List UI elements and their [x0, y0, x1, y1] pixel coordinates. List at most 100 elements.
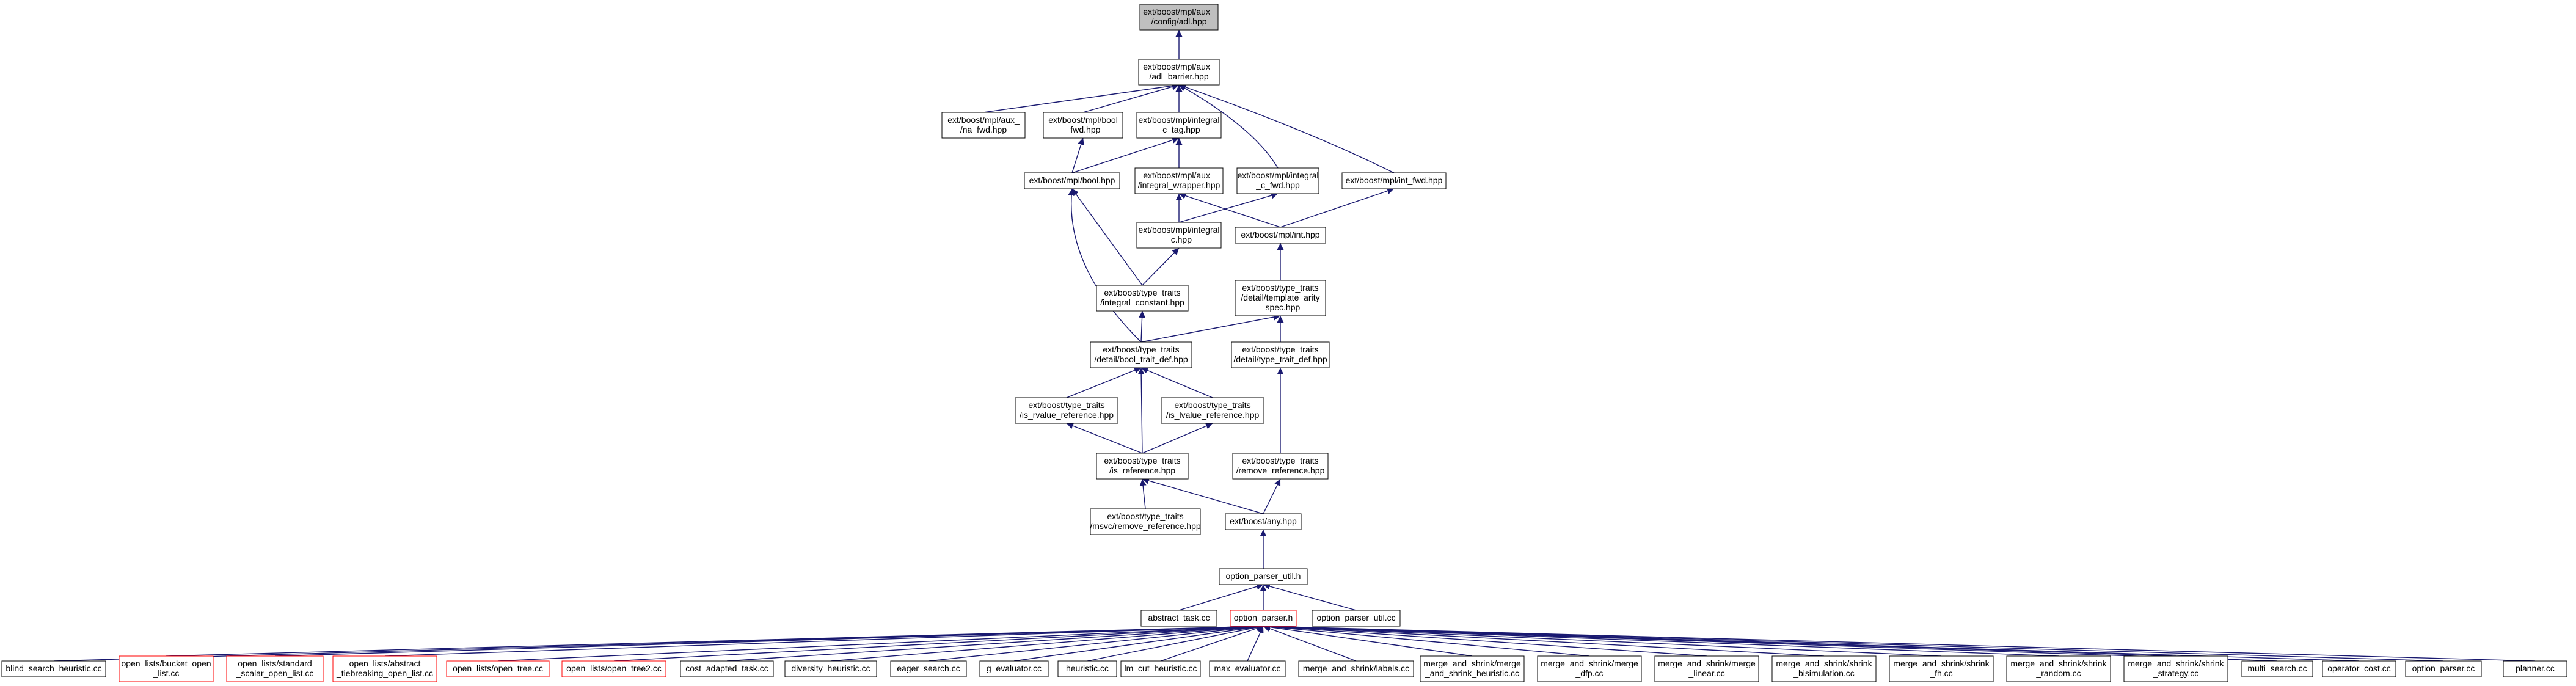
node-label-line: merge_and_shrink/merge: [1423, 659, 1521, 668]
edge-bucket_open_list_cc-to-option_parser_h: [166, 622, 1264, 657]
edge-int_fwd-to-adl_barrier: [1178, 84, 1395, 173]
node-type-trait-def[interactable]: ext/boost/type_traits/detail/type_trait_…: [1231, 341, 1330, 368]
node-label-line: /integral_constant.hpp: [1100, 297, 1184, 307]
node-shrink-bisimulation-cc[interactable]: merge_and_shrink/shrink_bisimulation.cc: [1771, 655, 1877, 682]
node-shrink-strategy-cc[interactable]: merge_and_shrink/shrink_strategy.cc: [2123, 655, 2228, 682]
node-label-line: option_parser.h: [1234, 613, 1293, 622]
node-label-line: _c_fwd.hpp: [1255, 180, 1300, 190]
node-label-line: _linear.cc: [1688, 668, 1724, 678]
node-integral-c-fwd[interactable]: ext/boost/mpl/integral_c_fwd.hpp: [1236, 167, 1319, 194]
node-label-line: _c.hpp: [1166, 235, 1192, 244]
edge-int_hpp-to-integral_wrapper: [1178, 192, 1281, 228]
node-box: [1, 660, 106, 677]
edge-is_reference-to-bool_trait_def: [1137, 367, 1145, 454]
node-g-evaluator-cc[interactable]: g_evaluator.cc: [979, 660, 1049, 677]
edge-integral_constant-to-integral_c: [1142, 247, 1180, 286]
node-option-parser-cc[interactable]: option_parser.cc: [2405, 660, 2482, 677]
node-max-evaluator-cc[interactable]: max_evaluator.cc: [1209, 660, 1286, 677]
node-any-hpp[interactable]: ext/boost/any.hpp: [1225, 513, 1302, 530]
node-label-line: ext/boost/mpl/int.hpp: [1241, 230, 1319, 239]
node-operator-cost-cc[interactable]: operator_cost.cc: [2322, 660, 2396, 677]
node-remove-reference[interactable]: ext/boost/type_traits/remove_reference.h…: [1232, 453, 1329, 480]
node-eager-search-cc[interactable]: eager_search.cc: [890, 660, 967, 677]
node-bool-hpp[interactable]: ext/boost/mpl/bool.hpp: [1024, 172, 1120, 189]
node-box: [1654, 655, 1759, 682]
node-label-line: multi_search.cc: [2247, 663, 2307, 673]
edge-diversity_heuristic_cc-to-option_parser_h: [830, 623, 1264, 662]
node-integral-c[interactable]: ext/boost/mpl/integral_c.hpp: [1136, 222, 1222, 249]
node-template-arity-spec[interactable]: ext/boost/type_traits/detail/template_ar…: [1235, 280, 1326, 316]
node-label-line: g_evaluator.cc: [987, 663, 1042, 673]
node-bool-fwd[interactable]: ext/boost/mpl/bool_fwd.hpp: [1043, 112, 1123, 139]
node-option-parser-util-cc[interactable]: option_parser_util.cc: [1312, 610, 1401, 627]
node-shrink-fh-cc[interactable]: merge_and_shrink/shrink_fh.cc: [1889, 655, 1994, 682]
node-open-tree2-cc[interactable]: open_lists/open_tree2.cc: [561, 660, 666, 677]
node-multi-search-cc[interactable]: multi_search.cc: [2241, 660, 2313, 677]
node-integral-constant[interactable]: ext/boost/type_traits/integral_constant.…: [1096, 285, 1189, 312]
node-label-line: merge_and_shrink/shrink: [1893, 659, 1990, 668]
node-blind-search-heuristic-cc[interactable]: blind_search_heuristic.cc: [1, 660, 106, 677]
node-label-line: ext/boost/type_traits: [1107, 511, 1183, 521]
node-label-line: open_lists/standard: [238, 659, 312, 668]
node-open-tree-cc[interactable]: open_lists/open_tree.cc: [446, 660, 550, 677]
node-merge-dfp-cc[interactable]: merge_and_shrink/merge_dfp.cc: [1537, 655, 1642, 682]
node-na-fwd[interactable]: ext/boost/mpl/aux_/na_fwd.hpp: [941, 112, 1026, 139]
node-label-line: _list.cc: [153, 668, 180, 678]
node-label-line: ext/boost/mpl/int_fwd.hpp: [1346, 175, 1443, 185]
node-box: [941, 112, 1026, 139]
node-labels-cc[interactable]: merge_and_shrink/labels.cc: [1298, 660, 1414, 677]
node-label-line: ext/boost/type_traits: [1174, 400, 1250, 410]
node-box: [1231, 341, 1330, 368]
node-is-lvalue-reference[interactable]: ext/boost/type_traits/is_lvalue_referenc…: [1161, 397, 1264, 424]
node-is-reference[interactable]: ext/boost/type_traits/is_reference.hpp: [1096, 453, 1189, 480]
node-standard-scalar-open-list-cc[interactable]: open_lists/standard_scalar_open_list.cc: [226, 655, 324, 682]
node-option-parser-h[interactable]: option_parser.h: [1230, 610, 1297, 627]
node-diversity-heuristic-cc[interactable]: diversity_heuristic.cc: [784, 660, 877, 677]
node-label-line: /is_rvalue_reference.hpp: [1020, 410, 1114, 420]
node-mas-heuristic-cc[interactable]: merge_and_shrink/merge_and_shrink_heuris…: [1420, 655, 1525, 682]
node-layer: ext/boost/mpl/aux_/config/adl.hpp ext/boo…: [1, 4, 2567, 682]
node-box: [2405, 660, 2482, 677]
node-box: [1015, 397, 1118, 424]
node-lm-cut-heuristic-cc[interactable]: lm_cut_heuristic.cc: [1120, 660, 1201, 677]
node-box: [1138, 59, 1220, 86]
node-int-hpp[interactable]: ext/boost/mpl/int.hpp: [1235, 227, 1326, 244]
node-option-parser-util-h[interactable]: option_parser_util.h: [1219, 568, 1308, 585]
node-integral-wrapper[interactable]: ext/boost/mpl/aux_/integral_wrapper.hpp: [1134, 167, 1224, 194]
edge-is_lvalue_reference-to-bool_trait_def: [1140, 367, 1213, 398]
node-shrink-random-cc[interactable]: merge_and_shrink/shrink_random.cc: [2006, 655, 2111, 682]
node-bucket-open-list-cc[interactable]: open_lists/bucket_open_list.cc: [119, 655, 214, 682]
node-box: [1043, 112, 1123, 139]
node-planner-cc[interactable]: planner.cc: [2503, 660, 2567, 677]
node-label-line: operator_cost.cc: [2327, 663, 2391, 673]
node-abstract-task-cc[interactable]: abstract_task.cc: [1140, 610, 1217, 627]
node-cost-adapted-task-cc[interactable]: cost_adapted_task.cc: [680, 660, 774, 677]
node-box: [1209, 660, 1286, 677]
node-integral-c-tag[interactable]: ext/boost/mpl/integral_c_tag.hpp: [1136, 112, 1222, 139]
edge-bool_trait_def-to-bool_hpp: [1068, 188, 1142, 343]
node-box: [1236, 167, 1319, 194]
node-box: [226, 655, 324, 682]
node-label-line: open_lists/open_tree2.cc: [566, 663, 662, 673]
node-box: [784, 660, 877, 677]
node-is-rvalue-reference[interactable]: ext/boost/type_traits/is_rvalue_referenc…: [1015, 397, 1118, 424]
node-label-line: ext/boost/any.hpp: [1230, 516, 1297, 526]
edge-tiebreaking_open_list_cc-to-option_parser_h: [384, 622, 1264, 657]
node-config-adl[interactable]: ext/boost/mpl/aux_/config/adl.hpp: [1139, 4, 1219, 31]
node-box: [1090, 341, 1192, 368]
node-msvc-remove-reference[interactable]: ext/boost/type_traits/msvc/remove_refere…: [1090, 508, 1201, 535]
node-box: [1090, 508, 1201, 535]
edge-option_parser_util_cc-to-option_parser_util_h: [1263, 583, 1357, 611]
edge-bool_hpp-to-integral_c_tag: [1071, 137, 1180, 173]
node-heuristic-cc[interactable]: heuristic.cc: [1057, 660, 1117, 677]
node-label-line: _dfp.cc: [1575, 668, 1603, 678]
node-merge-linear-cc[interactable]: merge_and_shrink/merge_linear.cc: [1654, 655, 1759, 682]
node-adl-barrier[interactable]: ext/boost/mpl/aux_/adl_barrier.hpp: [1138, 59, 1220, 86]
node-tiebreaking-open-list-cc[interactable]: open_lists/abstract_tiebreaking_open_lis…: [332, 655, 437, 682]
node-label-line: merge_and_shrink/merge: [1658, 659, 1756, 668]
node-label-line: abstract_task.cc: [1148, 613, 1210, 622]
node-int-fwd[interactable]: ext/boost/mpl/int_fwd.hpp: [1341, 172, 1447, 189]
edge-layer: [53, 30, 2536, 662]
node-bool-trait-def[interactable]: ext/boost/type_traits/detail/bool_trait_…: [1090, 341, 1192, 368]
node-label-line: _spec.hpp: [1260, 302, 1301, 312]
